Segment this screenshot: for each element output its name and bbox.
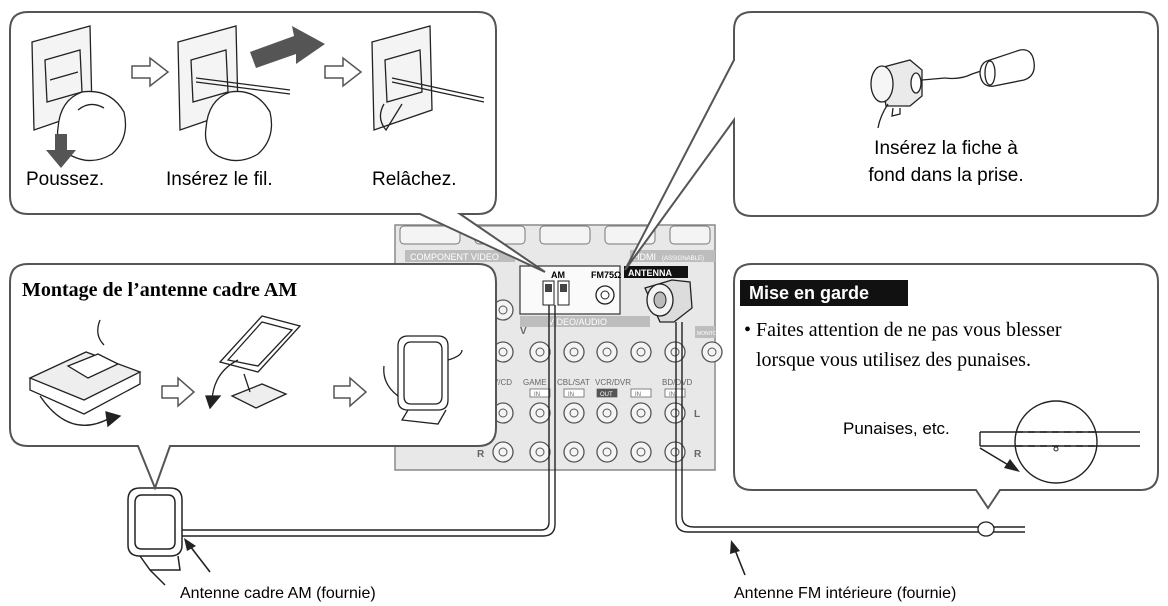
vcr-dvr-label: VCR/DVR (595, 378, 631, 387)
fm-plug-illustration (870, 49, 1035, 129)
plug-instruction-line1: Insérez la fiche à (874, 138, 1018, 159)
insert-arrow-icon (250, 26, 325, 68)
am-assembled-illustration (383, 335, 463, 425)
label-arrows (184, 538, 746, 576)
insert-wire-illustration (177, 25, 291, 162)
step-push-label: Poussez. (26, 169, 104, 190)
am-loop-antenna-supplied (127, 487, 183, 586)
push-terminal-illustration (31, 25, 127, 162)
bd-dvd-label: BD/DVD (662, 378, 692, 387)
release-terminal-illustration (371, 25, 485, 132)
push-arrow-icon (46, 134, 76, 168)
step-release-label: Relâchez. (372, 169, 457, 190)
fm-plug (644, 279, 693, 323)
caution-badge (740, 280, 908, 306)
caution-callout: Mise en garde • Faites attention de ne p… (733, 263, 1159, 510)
plug-insertion-callout: Insérez la fiche à fond dans la prise. (624, 11, 1159, 271)
cbl-sat-label: CBL/SAT (557, 378, 590, 387)
am-base-illustration (28, 319, 142, 428)
hdmi-label: HDMI (633, 252, 656, 262)
fm-terminal-label: FM75Ω (591, 270, 621, 280)
caution-line1: • Faites attention de ne pas vous blesse… (744, 319, 1062, 341)
caution-title: Mise en garde (749, 283, 869, 303)
am-antenna-label: Antenne cadre AM (fournie) (180, 585, 376, 602)
step-insert-label: Insérez le fil. (166, 169, 273, 190)
plug-instruction-line2: fond dans la prise. (868, 165, 1023, 186)
caution-line2: lorsque vous utilisez des punaises. (756, 349, 1031, 371)
cbl-in-label: IN (568, 392, 574, 398)
wire-insertion-callout: Poussez. Insérez le fil. Relâchez. (9, 11, 546, 273)
tack-magnifier-illustration (979, 400, 1140, 484)
tacks-arrow-icon (1004, 459, 1020, 472)
r-right-label: R (694, 449, 702, 460)
am-assembly-title: Montage de l’antenne cadre AM (22, 279, 297, 301)
am-terminal-label: AM (551, 270, 565, 280)
game-in-label: IN (534, 392, 540, 398)
component-video-label: COMPONENT VIDEO (410, 252, 499, 262)
vcr-out-label: OUT (600, 392, 613, 398)
l-label: L (694, 409, 700, 420)
cd-label: TV/CD (488, 378, 512, 387)
am-next-arrow-icon-2 (333, 376, 368, 408)
r-left-label: R (477, 449, 485, 460)
cables (180, 305, 1025, 537)
am-assembly-callout: Montage de l’antenne cadre AM (9, 263, 497, 491)
next-step-arrow-icon-2 (324, 56, 363, 88)
next-step-arrow-icon (131, 56, 170, 88)
monitor-out-label: MONITOR OUT (697, 331, 732, 337)
vcr-in-label: IN (635, 392, 641, 398)
am-next-arrow-icon (161, 376, 196, 408)
hdmi-assignable-label: (ASSIGNABLE) (662, 256, 704, 262)
tacks-label: Punaises, etc. (843, 419, 950, 438)
video-audio-label: VIDEO/AUDIO (548, 317, 607, 327)
bd-in-label: IN (669, 392, 675, 398)
am-fold-illustration (205, 315, 302, 410)
v-label: V (520, 326, 527, 337)
antenna-badge: ANTENNA (628, 268, 672, 278)
fm-antenna-label: Antenne FM intérieure (fournie) (734, 585, 956, 602)
game-label: GAME (523, 378, 547, 387)
